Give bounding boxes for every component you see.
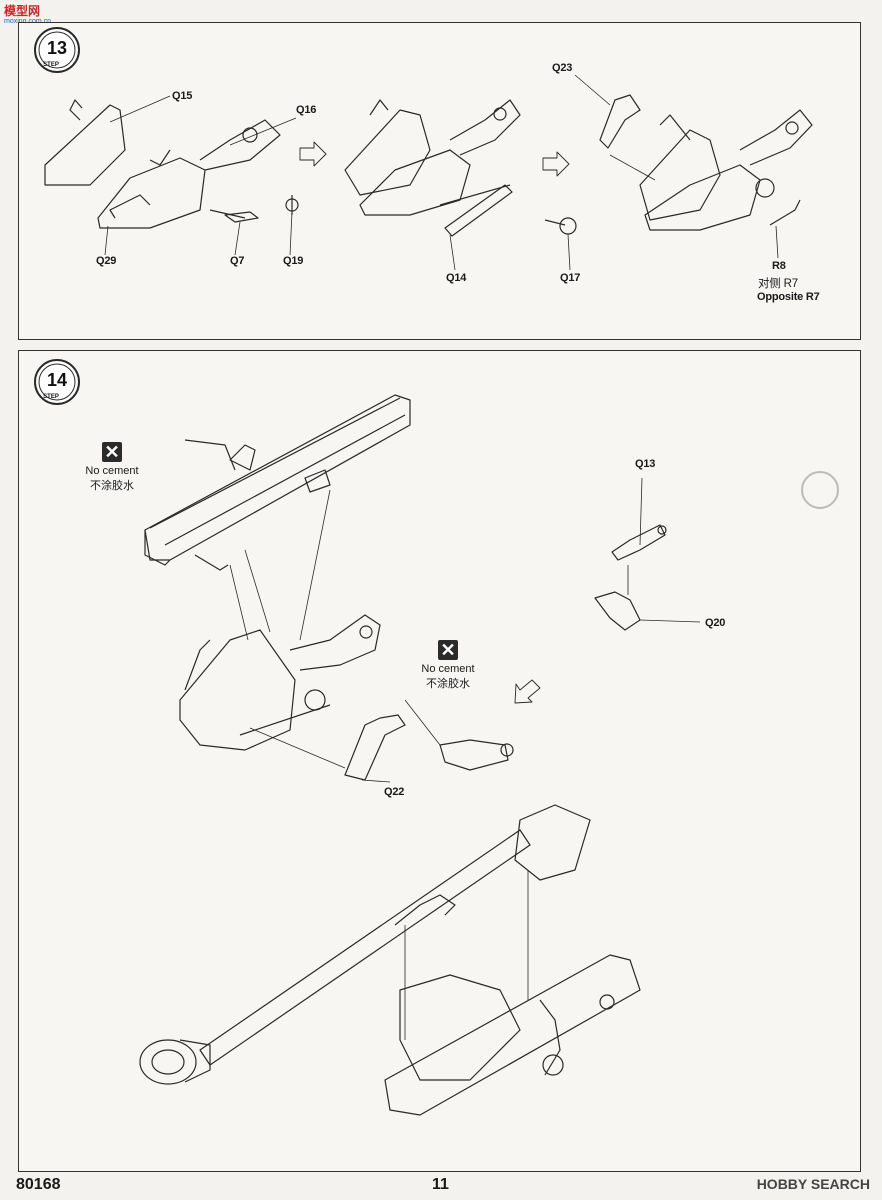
step14-leaders-bottom (404, 870, 529, 1040)
no-cement-icon: ✕ (102, 442, 122, 462)
carriage-part (179, 614, 381, 751)
watermark-url: moxing.com.cn (4, 18, 51, 25)
gun-barrel-part (139, 804, 591, 1085)
q22-part (344, 714, 406, 781)
watermark-logo: 模型网 (4, 4, 41, 18)
arrow-2 (542, 151, 570, 177)
step-13-word: STEP (43, 62, 59, 68)
label-q29: Q29 (96, 255, 117, 267)
step-13-badge (34, 27, 80, 73)
no-cement-note-2: ✕ No cement 不涂胶水 (388, 640, 508, 691)
label-q22: Q22 (384, 786, 405, 798)
label-r8-note-cn: 对侧 R7 (758, 278, 798, 290)
final-assembly-part (384, 954, 641, 1116)
no-cement-note-1: ✕ No cement 不涂胶水 (52, 442, 172, 493)
kit-code: 80168 (16, 1176, 61, 1193)
step13-subassembly-c (599, 94, 813, 231)
q13-q20-parts (594, 524, 667, 631)
step13-subassembly-b (344, 99, 577, 237)
label-r8-note-en: Opposite R7 (757, 291, 820, 303)
label-q17: Q17 (560, 272, 581, 284)
label-q13: Q13 (635, 458, 656, 470)
no-cement-en: No cement (421, 663, 475, 675)
step-14-badge (34, 359, 80, 405)
arrow-1 (299, 141, 327, 167)
step-14-word: STEP (43, 394, 59, 400)
step13-leaders-c (574, 74, 779, 259)
no-cement-icon: ✕ (438, 640, 458, 660)
label-q15: Q15 (172, 90, 193, 102)
step14-leaders-right (627, 477, 701, 623)
step13-subassembly-a (44, 99, 299, 229)
step-14-panel (18, 350, 861, 1172)
label-q14: Q14 (446, 272, 467, 284)
page-number: 11 (432, 1176, 449, 1193)
label-q19: Q19 (283, 255, 304, 267)
source-watermark: HOBBY SEARCH (756, 1176, 870, 1192)
no-cement-cn: 不涂胶水 (426, 678, 470, 690)
cradle-part (144, 394, 411, 571)
step13-leaders-b (449, 233, 571, 271)
label-q7: Q7 (230, 255, 245, 267)
label-q20: Q20 (705, 617, 726, 629)
label-r8: R8 (772, 260, 786, 272)
trunnion-pin-part (439, 739, 514, 771)
label-q16: Q16 (296, 104, 317, 116)
arrow-3 (514, 679, 541, 704)
no-cement-en: No cement (85, 465, 139, 477)
label-q23: Q23 (552, 62, 573, 74)
step-14-number: 14 (47, 370, 67, 390)
no-cement-cn: 不涂胶水 (90, 480, 134, 492)
page-mark-icon (801, 471, 839, 509)
step13-leaders-a (104, 95, 297, 256)
step-13-number: 13 (47, 38, 67, 58)
step14-leaders-mid (229, 489, 441, 769)
step-13-panel (18, 22, 861, 340)
